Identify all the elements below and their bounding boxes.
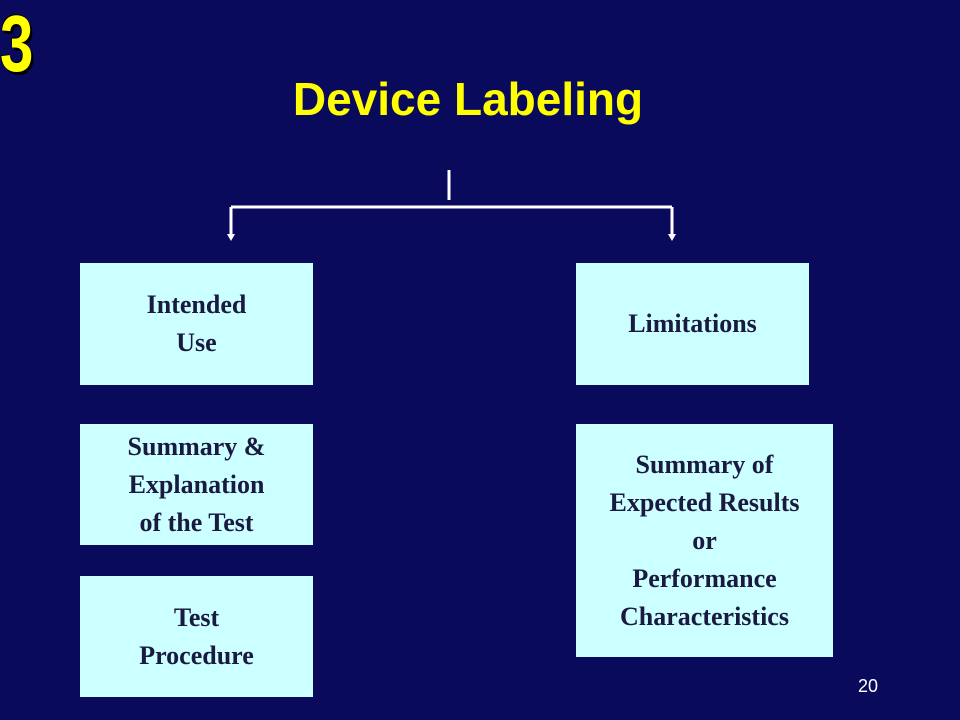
slide-title: Device Labeling (292, 73, 644, 125)
slide-number-badge: 3 (0, 0, 34, 88)
intended-use-box: Intended Use (80, 263, 313, 385)
left-arrowhead (227, 234, 235, 241)
limitations-box: Limitations (576, 263, 809, 385)
page-number: 20 (857, 676, 878, 696)
test-procedure-box: Test Procedure (80, 576, 313, 697)
summary-explanation-box: Summary & Explanation of the Test (80, 424, 313, 545)
right-arrowhead (668, 234, 676, 241)
expected-results-box: Summary of Expected Results or Performan… (576, 424, 833, 657)
